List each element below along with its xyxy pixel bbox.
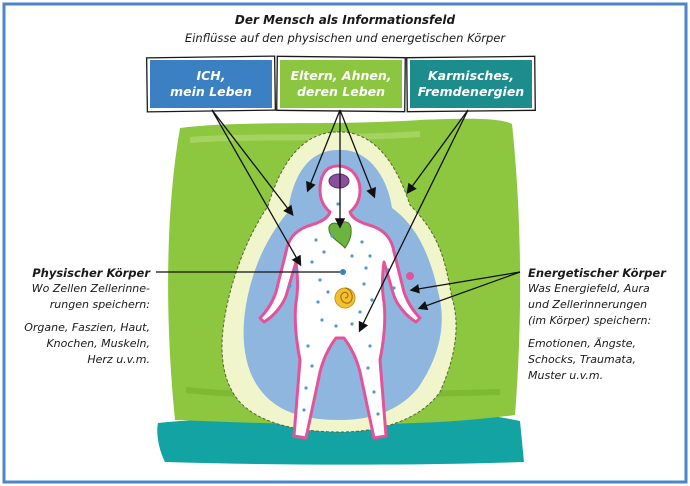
box-karma [406,55,536,113]
physical-body-panel: Physischer Körper Wo Zellen Zellerinne- … [24,265,150,368]
energetic-body-line1: Was Energiefeld, Aura [528,282,650,295]
energetic-body-line3: (im Körper) speichern: [528,314,652,327]
energetic-body-line2: und Zellerinnerungen [528,298,648,311]
box-ich-label: ICH, mein Leben [150,68,272,100]
physical-body-line3: Organe, Faszien, Haut, [24,321,150,334]
pink-point [406,272,414,280]
navel-dot [340,269,346,275]
teal-ground [157,413,524,465]
box-ahnen-line1: Eltern, Ahnen, [290,68,392,83]
box-ahnen-line2: deren Leben [296,84,386,99]
energetic-body-line5: Schocks, Traumata, [528,353,636,366]
cell-dots [288,202,396,416]
physical-body-line5: Herz u.v.m. [87,353,150,366]
box-ahnen [276,55,406,113]
energetic-body-panel: Energetischer Körper Was Energiefeld, Au… [528,265,666,384]
box-karma-label: Karmisches, Fremdenergien [410,68,532,100]
box-karma-line2: Fremdenergien [417,84,525,99]
box-ahnen-label: Eltern, Ahnen, deren Leben [280,68,402,100]
physical-body-line4: Knochen, Muskeln, [46,337,150,350]
field-highlight-stroke [189,131,421,143]
box-karma-line1: Karmisches, [427,68,514,83]
human-body [258,164,422,440]
physical-body-line1: Wo Zellen Zellerinne- [31,282,150,295]
physical-body-line2: rungen speichern: [49,298,150,311]
energetic-body-line4: Emotionen, Ängste, [528,337,636,350]
diagram-title: Der Mensch als Informationsfeld [234,13,456,27]
energetic-body-heading: Energetischer Körper [528,266,666,280]
box-ich-line1: ICH, [196,68,226,83]
crown-chakra [328,173,350,189]
solar-spiral [334,287,356,309]
box-ich [145,55,277,113]
pointer-lines [156,271,521,311]
influence-arrows [211,109,469,333]
physical-body-heading: Physischer Körper [32,266,150,280]
energetic-body-line6: Muster u.v.m. [528,369,604,382]
diagram-subtitle: Einflüsse auf den physischen und energet… [184,31,506,45]
box-ich-line2: mein Leben [170,84,252,99]
